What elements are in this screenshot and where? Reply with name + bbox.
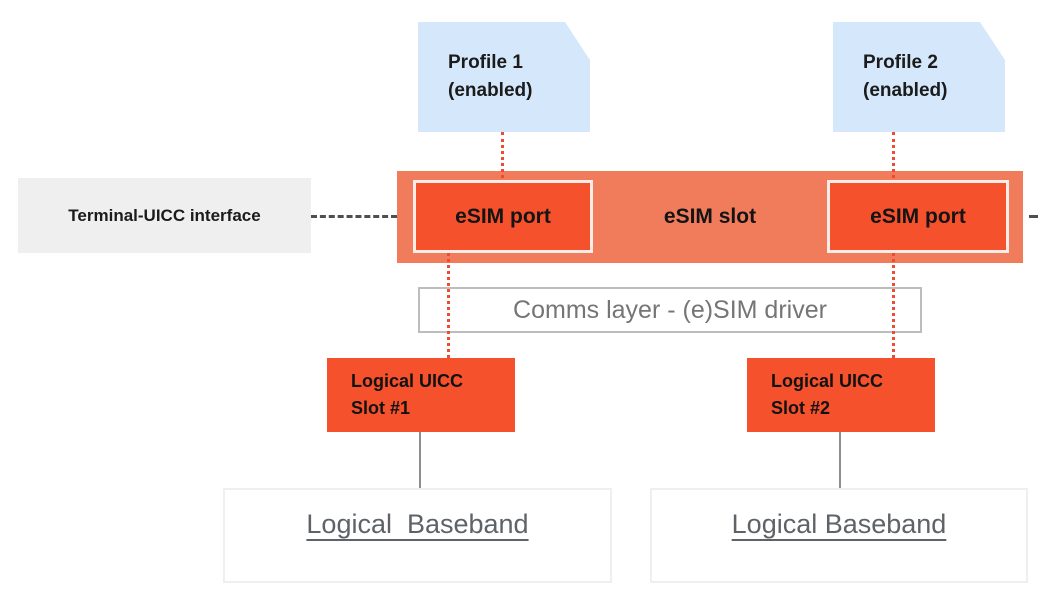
esim-slot-label: eSIM slot xyxy=(663,205,757,228)
logical-uicc-slot-2-line1: Logical UICC xyxy=(771,371,884,391)
logical-uicc-slot-1-line2: Slot #1 xyxy=(351,398,411,418)
comms-layer-box: Comms layer - (e)SIM driver xyxy=(418,287,922,333)
profile-2-state: (enabled) xyxy=(863,80,948,101)
logical-baseband-2-box: Logical Baseband xyxy=(650,488,1028,583)
logical-baseband-2-label: Logical Baseband xyxy=(731,509,947,539)
logical-uicc-slot-2: Logical UICC Slot #2 xyxy=(747,358,935,432)
profile-2-name: Profile 2 xyxy=(863,52,938,73)
esim-port-2: eSIM port xyxy=(827,180,1009,253)
logical-baseband-1-label: Logical Baseband xyxy=(306,509,529,539)
terminal-uicc-interface-text: Terminal-UICC interface xyxy=(68,205,261,225)
logical-uicc-slot-1: Logical UICC Slot #1 xyxy=(327,358,515,432)
profile-1-name: Profile 1 xyxy=(448,52,523,73)
dashed-line-slot-right xyxy=(1029,215,1038,218)
profile-2-card: Profile 2 (enabled) xyxy=(833,22,1005,132)
esim-port-2-label: eSIM port xyxy=(870,204,966,228)
esim-port-1-label: eSIM port xyxy=(455,204,551,228)
dashed-line-interface-to-slot xyxy=(311,215,397,218)
connector-port1-uiccslot1 xyxy=(447,253,450,358)
logical-uicc-slot-2-line2: Slot #2 xyxy=(771,398,831,418)
esim-port-1: eSIM port xyxy=(413,180,593,253)
logical-baseband-1-box: Logical Baseband xyxy=(223,488,612,583)
connector-port2-uiccslot2 xyxy=(892,253,895,358)
connector-profile2-port2 xyxy=(892,132,895,178)
comms-layer-label: Comms layer - (e)SIM driver xyxy=(513,295,827,324)
connector-uiccslot2-baseband2 xyxy=(839,432,841,488)
terminal-uicc-interface-label: Terminal-UICC interface xyxy=(18,178,311,253)
logical-uicc-slot-1-line1: Logical UICC xyxy=(351,371,464,391)
profile-1-card: Profile 1 (enabled) xyxy=(418,22,590,132)
connector-profile1-port1 xyxy=(501,132,504,178)
connector-uiccslot1-baseband1 xyxy=(419,432,421,488)
profile-1-state: (enabled) xyxy=(448,80,533,101)
